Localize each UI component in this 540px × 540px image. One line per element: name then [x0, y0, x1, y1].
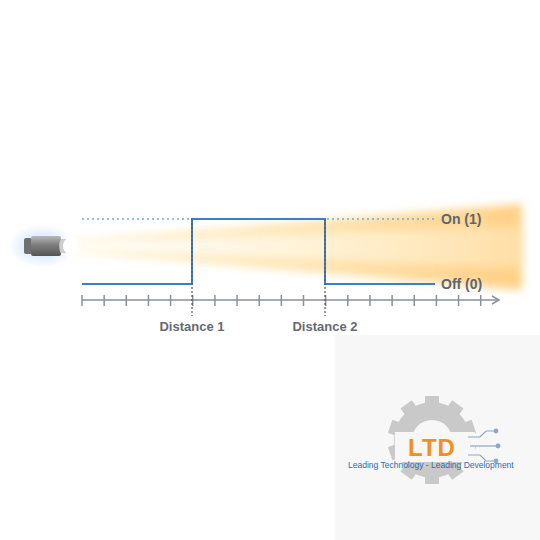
axis-tick — [81, 295, 83, 306]
axis-tick — [103, 295, 105, 306]
distance-axis — [82, 295, 499, 306]
axis-tick — [236, 295, 238, 306]
axis-tick — [258, 295, 260, 306]
axis-tick — [369, 295, 371, 306]
distance-label: Distance 2 — [292, 320, 357, 335]
distance-markers — [192, 219, 325, 316]
axis-tick — [303, 295, 305, 306]
axis-tick — [458, 295, 460, 306]
axis-tick — [347, 295, 349, 306]
axis-tick — [148, 295, 150, 306]
state-label: On (1) — [441, 211, 481, 227]
logo-gear — [388, 396, 476, 484]
axis-tick — [480, 295, 482, 306]
axis-tick — [281, 295, 283, 306]
signal-trace — [82, 219, 435, 284]
state-label: Off (0) — [441, 276, 482, 292]
distance-label: Distance 1 — [159, 320, 224, 335]
axis-tick — [414, 295, 416, 306]
axis-tick — [391, 295, 393, 306]
sensor — [8, 224, 81, 268]
axis-tick — [436, 295, 438, 306]
axis-tick — [170, 295, 172, 306]
logo-tagline: Leading Technology - Leading Development — [348, 461, 514, 471]
logo-panel — [335, 335, 540, 540]
axis-tick — [214, 295, 216, 306]
logo-mark: LTD — [408, 434, 456, 462]
logo-circuit — [468, 429, 500, 463]
axis-tick — [126, 295, 128, 306]
